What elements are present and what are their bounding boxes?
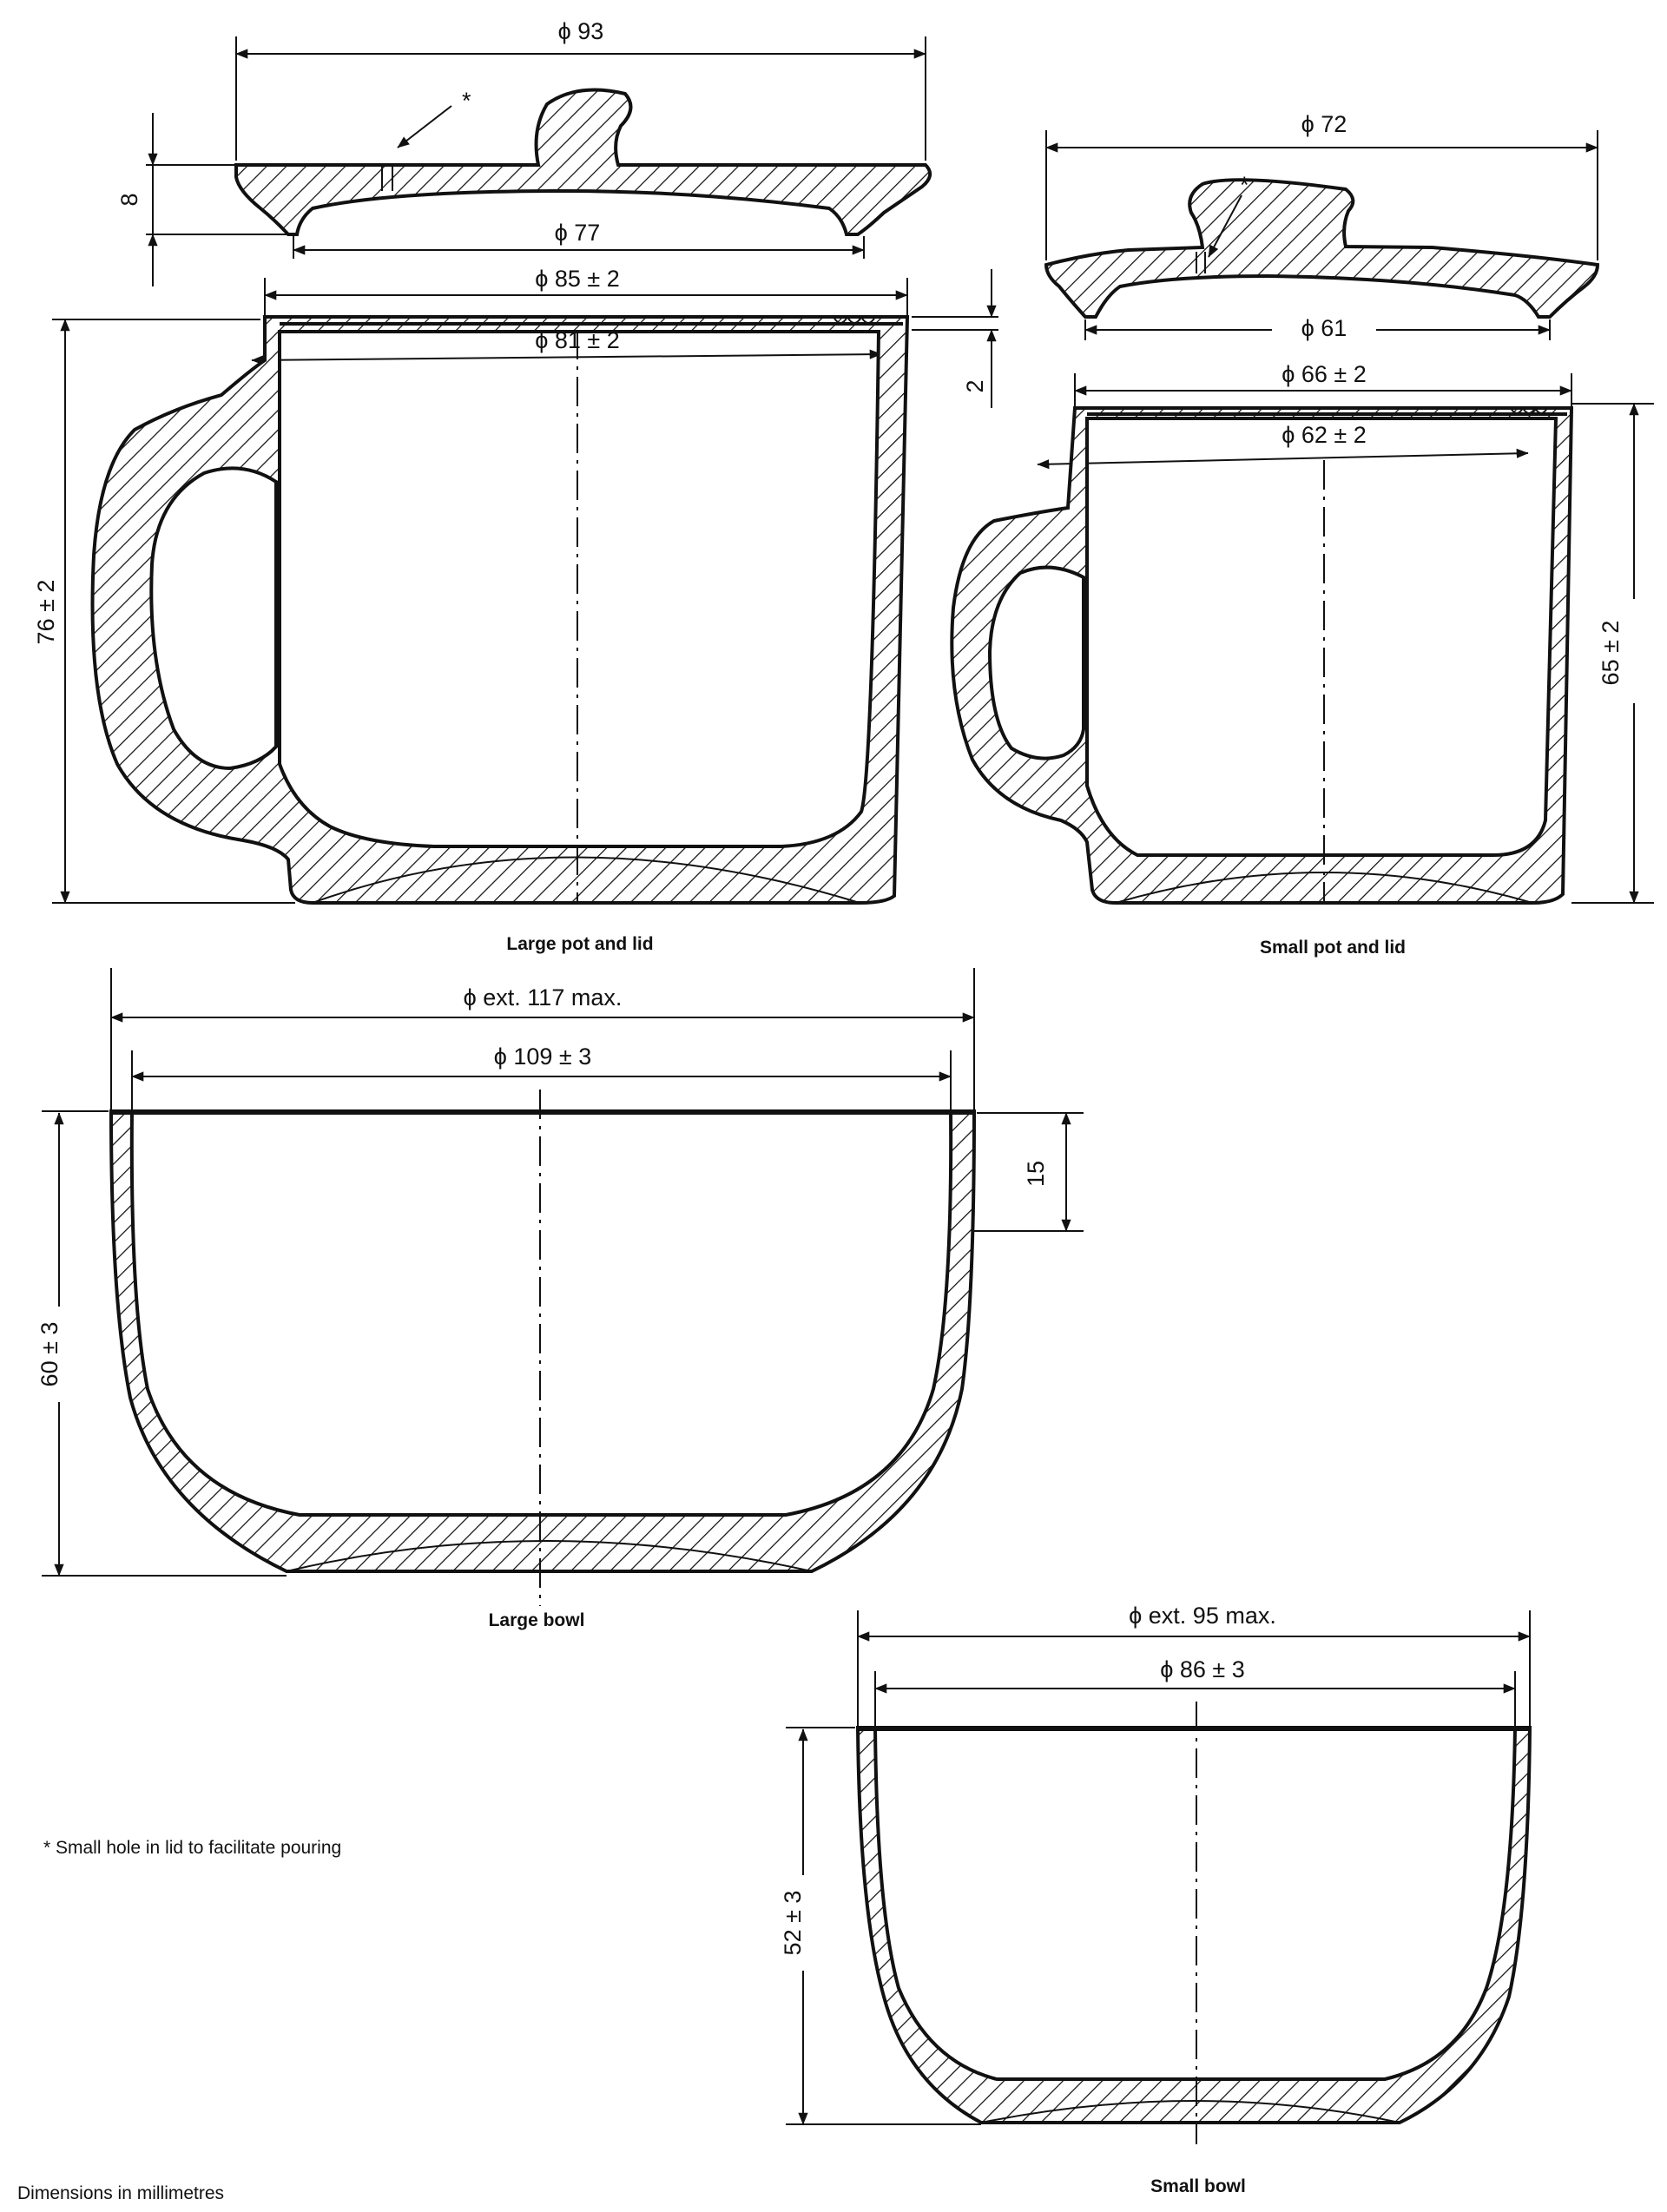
small-pot-drawing: * ϕ 72 ϕ 61 ϕ 66 ± 2 ϕ 62 ± 2 65 ± 2 Sma…	[950, 104, 1654, 958]
dim-small-lid-outer: ϕ 72	[1301, 111, 1347, 137]
dim-small-pot-inner: ϕ 62 ± 2	[1282, 422, 1367, 448]
caption-small-pot: Small pot and lid	[1260, 938, 1406, 958]
units-note: Dimensions in millimetres	[17, 2183, 224, 2203]
hole-marker: *	[462, 88, 471, 114]
small-bowl-base-arch	[980, 2100, 1400, 2123]
dim-large-pot-step: 2	[962, 379, 988, 392]
dim-small-pot-rim: ϕ 66 ± 2	[1282, 361, 1367, 387]
hole-leader	[397, 105, 452, 148]
large-bowl-drawing: ϕ ext. 117 max. ϕ 109 ± 3 15 60 ± 3 Larg…	[35, 968, 1084, 1630]
dim-large-lid-outer: ϕ 93	[558, 18, 604, 44]
dimension-line	[251, 349, 882, 365]
dim-small-pot-height: 65 ± 2	[1598, 621, 1624, 686]
dim-large-bowl-height: 60 ± 3	[36, 1322, 63, 1387]
dim-large-pot-height: 76 ± 2	[33, 580, 59, 645]
small-pot-rim-thread	[1510, 406, 1548, 414]
dim-small-bowl-outer: ϕ ext. 95 max.	[1129, 1603, 1276, 1629]
large-bowl-base-arch	[286, 1540, 813, 1572]
small-bowl-section	[855, 1726, 1532, 2124]
large-bowl-section	[109, 1109, 977, 1573]
dim-large-bowl-rim: 15	[1023, 1161, 1049, 1187]
footnote: * Small hole in lid to facilitate pourin…	[43, 1838, 341, 1858]
dim-large-lid-height: 8	[116, 193, 142, 206]
small-bowl-drawing: ϕ ext. 95 max. ϕ 86 ± 3 52 ± 3 Small bow…	[780, 1597, 1532, 2196]
dim-large-pot-rim: ϕ 85 ± 2	[535, 266, 620, 292]
large-pot-rim-thread	[833, 314, 876, 324]
small-pot-section	[950, 406, 1574, 905]
dim-small-bowl-inner: ϕ 86 ± 3	[1160, 1656, 1245, 1682]
caption-large-bowl: Large bowl	[489, 1610, 585, 1630]
caption-small-bowl: Small bowl	[1150, 2176, 1246, 2196]
hole-marker: *	[1240, 172, 1249, 198]
large-pot-base-arch	[312, 856, 860, 904]
large-lid-section	[234, 88, 932, 236]
large-pot-section	[90, 315, 910, 905]
small-lid-section	[1044, 178, 1600, 319]
dim-large-lid-flange: ϕ 77	[555, 220, 601, 246]
hole-leader	[1208, 194, 1242, 258]
dim-small-bowl-height: 52 ± 3	[780, 1891, 806, 1956]
caption-large-pot: Large pot and lid	[506, 934, 653, 954]
dim-large-bowl-inner: ϕ 109 ± 3	[494, 1043, 592, 1070]
dim-large-bowl-outer: ϕ ext. 117 max.	[464, 984, 623, 1011]
dim-small-lid-flange: ϕ 61	[1301, 315, 1347, 341]
dimension-line	[1037, 448, 1529, 470]
large-pot-drawing: * ϕ 93 8 ϕ 77 ϕ 85 ± 2 ϕ 81 ± 2 2	[33, 10, 998, 954]
